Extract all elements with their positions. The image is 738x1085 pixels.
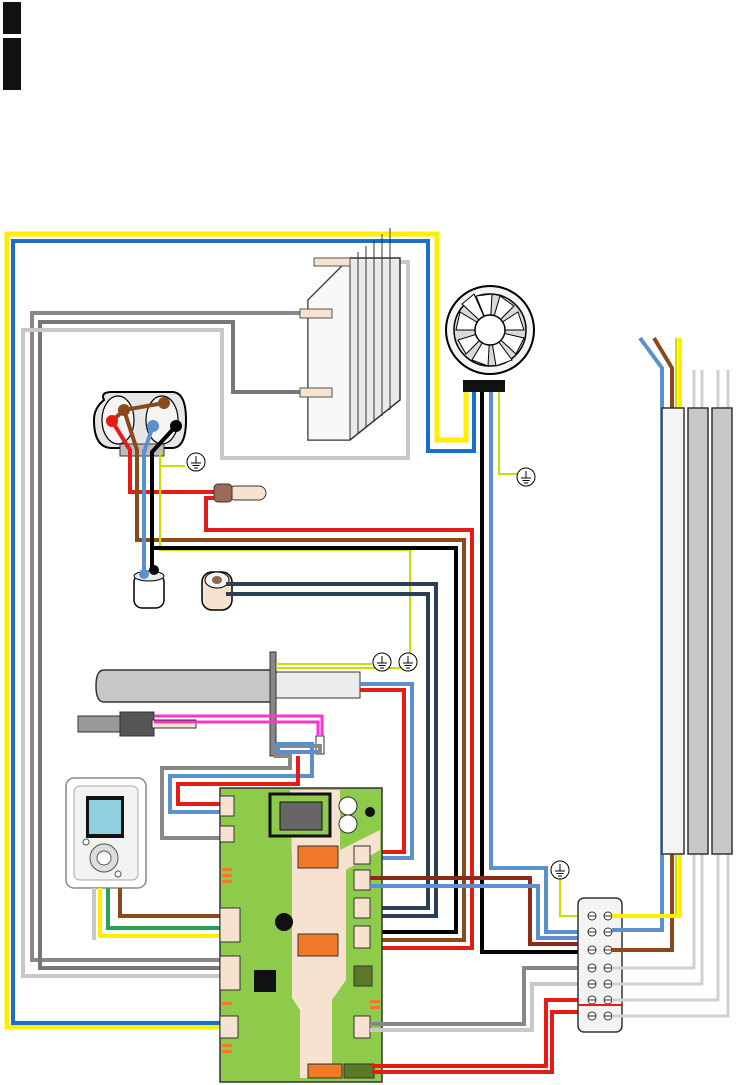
temperature-sensor: [214, 484, 266, 502]
heat-exchanger: [300, 228, 400, 440]
mains-terminal-block: [578, 898, 622, 1032]
controller-wires: [94, 888, 224, 940]
burner-earth-icon-2: [399, 653, 417, 671]
circulation-pump: [94, 392, 186, 456]
heating-elements: [662, 408, 732, 854]
control-board: [220, 788, 382, 1082]
gas-valve-coil: [202, 572, 232, 610]
fan-earth-icon: [517, 468, 535, 486]
pump-earth-icon: [187, 453, 205, 471]
burner-earth-icon-1: [373, 653, 391, 671]
capacitor: [134, 565, 164, 608]
terminal-earth-icon: [551, 861, 569, 879]
room-controller: [66, 778, 146, 888]
combustion-fan: [446, 286, 534, 392]
terminal-earth-wire: [560, 876, 580, 916]
